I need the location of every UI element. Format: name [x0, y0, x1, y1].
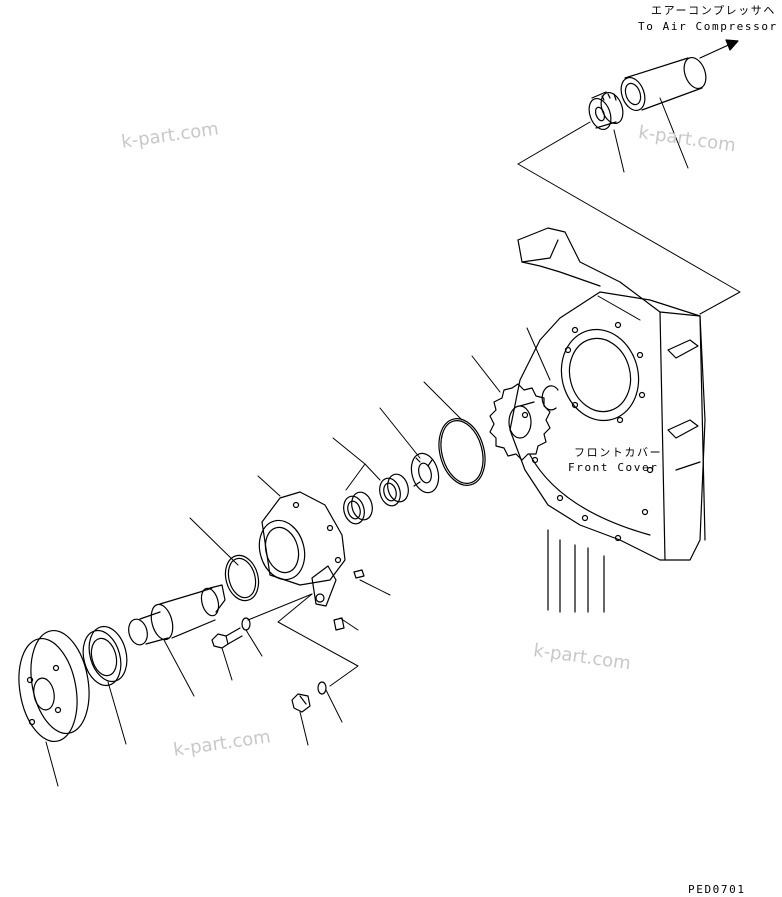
housing-seal-ring-part — [224, 554, 260, 602]
bushing-pair-part — [343, 473, 409, 525]
air-compressor-label-en: To Air Compressor — [638, 20, 778, 33]
bolt-lower-part — [291, 693, 311, 713]
gear-housing-part — [258, 491, 346, 607]
compressor-gear-part — [588, 91, 624, 131]
front-cover-label-en: Front Cover — [568, 461, 659, 474]
drive-shaft-part — [128, 584, 226, 646]
compressor-coupling-sleeve — [620, 56, 707, 112]
leader-lines — [45, 97, 741, 787]
air-compressor-label-jp: エアーコンプレッサヘ — [651, 4, 777, 17]
idler-gear-part — [489, 383, 551, 461]
air-compressor-arrow — [699, 39, 739, 59]
pulley-part — [18, 629, 90, 743]
oil-seal-part — [82, 625, 128, 687]
snap-ring-part — [541, 385, 559, 411]
washer-lower-part — [317, 681, 327, 695]
front-cover-part — [509, 227, 706, 613]
drawing-code: PED0701 — [688, 883, 746, 896]
o-ring-part — [438, 418, 486, 486]
small-pin-part — [353, 569, 365, 579]
plug-part — [333, 617, 345, 631]
bolt-upper-part — [211, 627, 243, 649]
front-cover-label-jp: フロントカバー — [574, 446, 663, 459]
thrust-washer-part — [410, 452, 440, 494]
